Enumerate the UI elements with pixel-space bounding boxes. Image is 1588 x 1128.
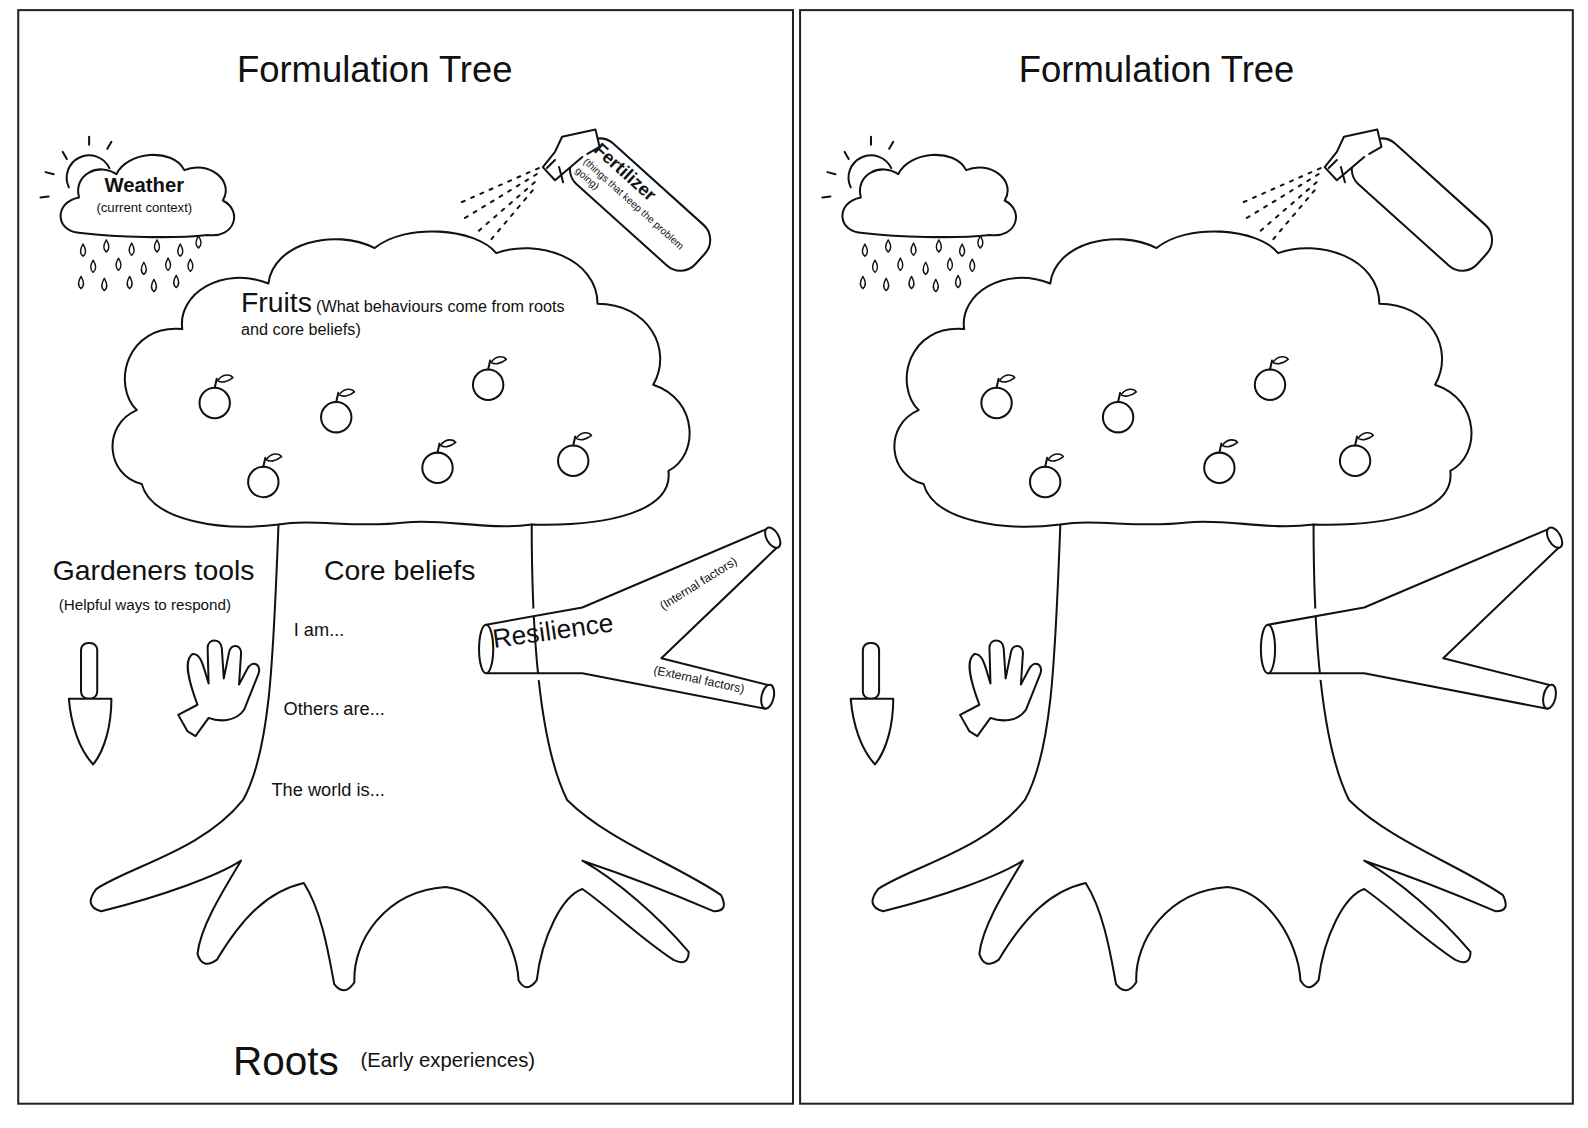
section-heading: Roots [233, 1038, 339, 1085]
node-heading: Core beliefs [324, 555, 475, 588]
blank-tree [822, 130, 1565, 991]
section-heading: Gardeners tools [53, 555, 255, 588]
tree-trunk: Core beliefs I am... Others are... The worl… [253, 527, 532, 861]
node-text: The world is... [271, 780, 384, 801]
page-title: Formulation Tree [954, 49, 1359, 91]
panel-border [18, 10, 793, 1104]
node-text: I am... [294, 620, 345, 641]
panel-border [800, 10, 1573, 1104]
section-note: (Helpful ways to respond) [59, 595, 231, 612]
section-note: (Early experiences) [361, 1049, 535, 1072]
node-heading: Resilience [491, 607, 626, 655]
resilience-branch: Resilience (Internal factors) (External fa… [484, 527, 778, 714]
node-heading: Weather [61, 174, 228, 197]
fertilizer-bottle: Fertilizer(things that keep the problem … [562, 130, 719, 279]
tree-canopy: Fruits (What behaviours come from roots … [109, 228, 698, 527]
labelled-tree [41, 130, 784, 991]
node-text: (Internal factors) [644, 546, 754, 622]
node-text: (External factors) [638, 661, 760, 700]
node-heading: Fruits [241, 287, 312, 318]
weather-cloud: Weather (current context) [61, 160, 228, 236]
text-flow: Fruits (What behaviours come from roots … [241, 285, 565, 341]
page-title: Formulation Tree [172, 49, 577, 91]
node-text: Others are... [284, 699, 385, 720]
node-text: (current context) [61, 200, 228, 215]
